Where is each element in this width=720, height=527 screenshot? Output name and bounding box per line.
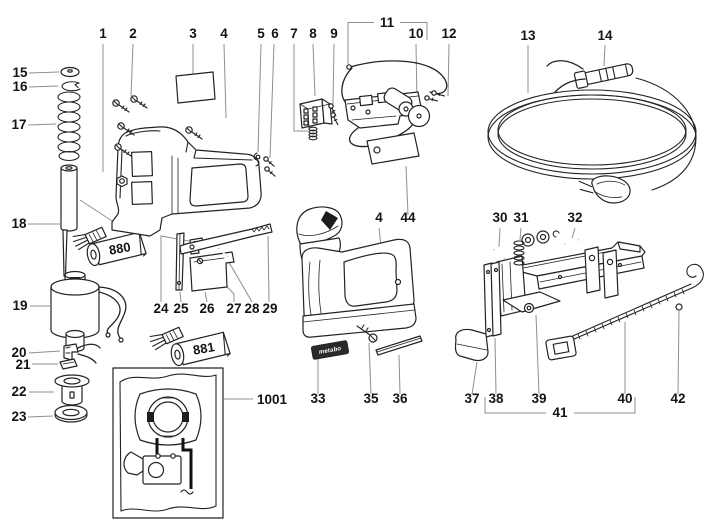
part-plate-44 <box>366 132 420 165</box>
part-washer-15 <box>60 66 80 78</box>
callout-16: 16 <box>12 79 28 94</box>
brand-sticker-label: metabo <box>319 346 342 356</box>
callout-5: 5 <box>257 26 265 41</box>
callout-23: 23 <box>11 409 27 424</box>
callout-35: 35 <box>363 391 379 406</box>
callout-30: 30 <box>492 210 507 225</box>
part-wiring-schematic-1001 <box>112 367 224 519</box>
callout-4b: 4 <box>375 210 383 225</box>
part-screw-35 <box>356 324 378 343</box>
callout-31: 31 <box>513 210 529 225</box>
callout-24: 24 <box>153 301 169 316</box>
part-switch-8 <box>299 98 333 129</box>
callout-33: 33 <box>310 391 326 406</box>
part-cord-leads <box>546 60 586 93</box>
part-pin-32 <box>552 230 579 245</box>
callout-3: 3 <box>189 26 197 41</box>
part-bracket-20 <box>63 343 101 364</box>
tube-881-label: 881 <box>192 339 216 358</box>
callout-15: 15 <box>12 65 28 80</box>
part-ball-42 <box>675 303 683 311</box>
callout-41: 41 <box>552 405 568 420</box>
callout-13: 13 <box>520 28 536 43</box>
callout-38: 38 <box>488 391 504 406</box>
callout-42: 42 <box>670 391 685 406</box>
callout-1: 1 <box>99 26 107 41</box>
part-spring-17 <box>57 91 81 162</box>
part-driver-blade-25 <box>175 232 185 291</box>
part-ring-23 <box>54 404 88 423</box>
part-grease-tube-881: 881 <box>170 331 231 367</box>
callout-12: 12 <box>441 26 456 41</box>
callout-labels: 1 2 3 4 5 6 7 8 9 11 10 12 13 14 15 16 1… <box>11 15 685 424</box>
part-pin-28 <box>218 248 228 257</box>
part-strip-36 <box>375 335 423 356</box>
callout-17: 17 <box>11 117 26 132</box>
part-plug-13 <box>578 175 631 204</box>
callout-1001: 1001 <box>257 392 288 407</box>
callout-7: 7 <box>290 26 298 41</box>
tube-880-label: 880 <box>108 239 132 258</box>
part-hook-5 <box>253 152 261 167</box>
part-brush-881 <box>149 326 184 351</box>
callout-28: 28 <box>244 301 260 316</box>
callout-9: 9 <box>330 26 338 41</box>
part-grease-tube-880: 880 <box>86 231 147 267</box>
callout-29: 29 <box>262 301 277 316</box>
callout-44: 44 <box>400 210 416 225</box>
callout-32: 32 <box>567 210 582 225</box>
callout-40: 40 <box>617 391 632 406</box>
callout-6: 6 <box>271 26 279 41</box>
part-nut-1 <box>116 175 128 188</box>
callout-8: 8 <box>309 26 317 41</box>
part-lever-arm-29 <box>179 223 273 255</box>
callout-27: 27 <box>226 301 241 316</box>
callout-39: 39 <box>531 391 546 406</box>
part-sticker-33: metabo <box>310 340 350 360</box>
part-spring-31 <box>513 240 525 266</box>
part-screws-9 <box>328 103 339 126</box>
part-screws-2 <box>112 95 203 157</box>
callout-36: 36 <box>392 391 408 406</box>
part-wheel-10 <box>407 104 431 128</box>
callout-11: 11 <box>380 15 395 30</box>
part-spring-rod-40 <box>545 263 704 361</box>
callout-14: 14 <box>597 28 613 43</box>
part-pin-30 <box>493 249 505 259</box>
part-housing-shell <box>111 126 262 237</box>
callout-22: 22 <box>11 384 26 399</box>
callout-4: 4 <box>220 26 228 41</box>
callout-2: 2 <box>129 26 137 41</box>
callout-19: 19 <box>12 298 27 313</box>
part-solenoid-coil-19 <box>50 270 127 353</box>
part-screws-12 <box>424 90 445 102</box>
part-plates-38 <box>483 261 502 338</box>
callout-10: 10 <box>408 26 423 41</box>
callout-25: 25 <box>173 301 189 316</box>
part-power-cord-13 <box>487 77 697 191</box>
part-cap-37 <box>454 328 489 362</box>
part-brush-880 <box>72 226 107 251</box>
part-nameplate-3 <box>175 71 216 104</box>
part-assembled-tool-4 <box>296 206 417 338</box>
part-clip-16 <box>61 81 81 92</box>
part-bushing-22 <box>54 374 90 406</box>
callout-37: 37 <box>464 391 479 406</box>
callout-18: 18 <box>11 216 27 231</box>
part-plunger-18 <box>60 164 78 277</box>
callout-20: 20 <box>11 345 26 360</box>
part-screws-6 <box>263 156 276 177</box>
callout-26: 26 <box>199 301 215 316</box>
callout-21: 21 <box>15 357 31 372</box>
part-spring-7 <box>308 126 318 141</box>
part-wedge-21 <box>59 358 78 370</box>
part-screw-27 <box>196 257 204 265</box>
